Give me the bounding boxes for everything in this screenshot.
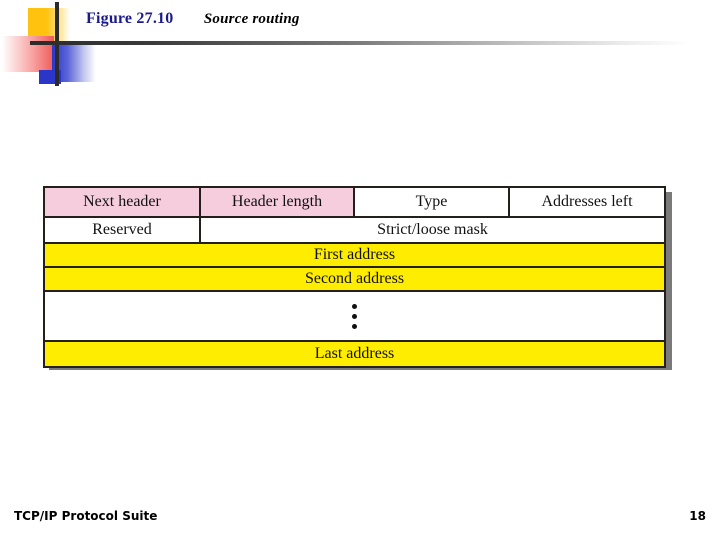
page-title: Figure 27.10 Source routing <box>86 10 300 28</box>
field-first-address: First address <box>45 244 664 266</box>
footer-book-title: TCP/IP Protocol Suite <box>14 509 158 523</box>
diagram-row: Next header Header length Type Addresses… <box>45 188 664 218</box>
footer-page-number: 18 <box>689 509 706 523</box>
ellipsis-dot <box>352 303 357 309</box>
field-type: Type <box>355 188 510 216</box>
diagram-row: First address <box>45 244 664 268</box>
header-divider-rule <box>30 41 690 45</box>
field-next-header: Next header <box>45 188 201 216</box>
source-routing-header-diagram: Next header Header length Type Addresses… <box>43 186 666 368</box>
figure-number: Figure 27.10 <box>86 10 174 27</box>
field-addresses-left: Addresses left <box>510 188 664 216</box>
field-second-address: Second address <box>45 268 664 290</box>
figure-caption: Source routing <box>203 11 300 27</box>
ellipsis-dot <box>352 323 357 329</box>
field-last-address: Last address <box>45 342 664 366</box>
vertical-ellipsis-icon <box>45 292 664 340</box>
diagram-row: Last address <box>45 342 664 366</box>
ellipsis-dot <box>352 313 357 319</box>
field-strict-loose-mask: Strict/loose mask <box>201 218 664 242</box>
field-header-length: Header length <box>201 188 355 216</box>
diagram-row <box>45 292 664 342</box>
diagram-row: Reserved Strict/loose mask <box>45 218 664 244</box>
diagram-row: Second address <box>45 268 664 292</box>
field-reserved: Reserved <box>45 218 201 242</box>
